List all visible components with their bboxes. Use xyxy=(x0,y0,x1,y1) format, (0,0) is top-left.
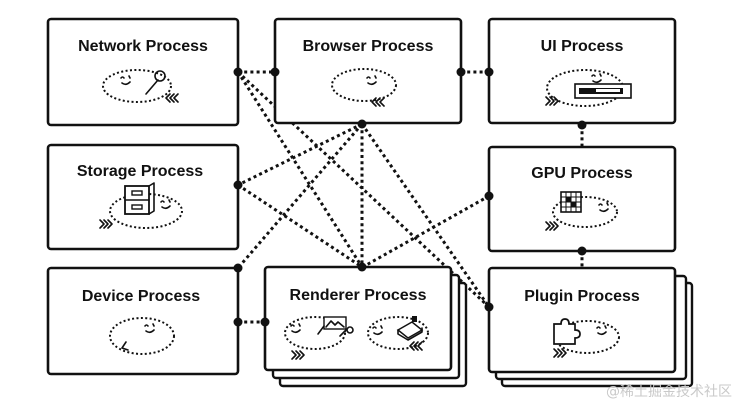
network-process-box: Network Process xyxy=(46,17,240,127)
wrench-icon xyxy=(145,70,166,95)
connector-browser-device xyxy=(236,123,364,269)
grid-chip-icon xyxy=(560,191,582,213)
device-process-box: Device Process xyxy=(46,266,240,376)
renderer-process-title: Renderer Process xyxy=(290,287,427,304)
network-process-title: Network Process xyxy=(78,38,208,55)
plugin-process-title: Plugin Process xyxy=(524,288,640,305)
file-cabinet-icon xyxy=(124,182,155,215)
connector-browser-storage xyxy=(237,122,363,187)
connector-storage-renderer xyxy=(237,183,363,269)
connector-network-renderer xyxy=(236,71,364,268)
watermark: @稀土掘金技术社区 xyxy=(606,384,732,400)
browser-process-title: Browser Process xyxy=(303,38,434,55)
document-icon xyxy=(396,316,424,341)
device-process-title: Device Process xyxy=(82,288,200,305)
ui-process-box: UI Process xyxy=(487,17,677,125)
gpu-process-title: GPU Process xyxy=(531,165,632,182)
storage-process-box: Storage Process xyxy=(46,143,240,251)
storage-process-title: Storage Process xyxy=(77,163,203,180)
ui-process-title: UI Process xyxy=(541,38,624,55)
connector-dots xyxy=(233,67,587,327)
browser-process-box: Browser Process xyxy=(273,17,463,125)
renderer-process-box: Renderer Process xyxy=(263,265,468,388)
gpu-process-box: GPU Process xyxy=(487,145,677,253)
plugin-process-box: Plugin Process xyxy=(487,266,694,388)
puzzle-piece-icon xyxy=(553,318,581,345)
toolbar-icon xyxy=(574,83,632,99)
image-tools-icon xyxy=(317,316,354,337)
